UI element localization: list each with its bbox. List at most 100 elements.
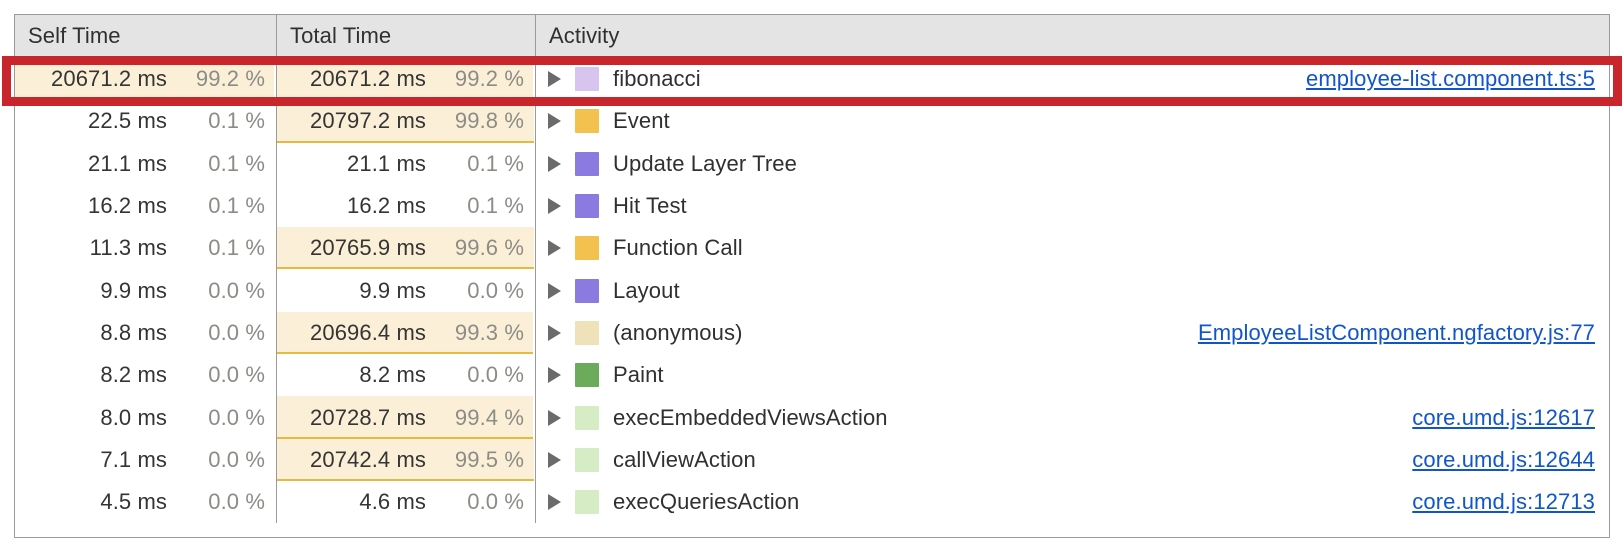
- disclosure-triangle-icon[interactable]: [548, 155, 561, 172]
- self-time-value: 21.1 ms: [88, 150, 167, 176]
- disclosure-triangle-icon[interactable]: [548, 409, 561, 426]
- disclosure-triangle-icon[interactable]: [548, 198, 561, 215]
- total-time-value: 9.9 ms: [359, 277, 426, 303]
- activity-label: Update Layer Tree: [613, 150, 797, 176]
- cell-activity: callViewAction core.umd.js:12644: [536, 439, 1609, 481]
- self-time-percent: 99.2 %: [195, 66, 265, 92]
- cell-self-time: 4.5 ms 0.0 %: [15, 480, 277, 524]
- source-location-link[interactable]: core.umd.js:12644: [1412, 446, 1595, 472]
- total-time-value: 20696.4 ms: [310, 319, 426, 345]
- activity-color-swatch-icon: [575, 490, 599, 515]
- source-location-link[interactable]: employee-list.component.ts:5: [1306, 66, 1595, 92]
- cell-activity: Paint: [536, 354, 1609, 396]
- total-time-percent: 0.0 %: [467, 277, 524, 303]
- self-time-value: 4.5 ms: [100, 489, 167, 515]
- disclosure-triangle-icon[interactable]: [548, 451, 561, 468]
- total-time-percent: 99.5 %: [454, 446, 524, 472]
- self-time-value: 16.2 ms: [88, 193, 167, 219]
- source-location-link[interactable]: core.umd.js:12617: [1412, 404, 1595, 430]
- cell-self-time: 8.8 ms 0.0 %: [15, 311, 277, 355]
- column-header-total-time[interactable]: Total Time: [277, 15, 536, 57]
- cell-activity: execEmbeddedViewsAction core.umd.js:12617: [536, 396, 1609, 438]
- cell-self-time: 9.9 ms 0.0 %: [15, 269, 277, 312]
- self-time-percent: 0.0 %: [208, 277, 265, 303]
- self-time-percent: 0.0 %: [208, 319, 265, 345]
- cell-activity: fibonacci employee-list.component.ts:5: [536, 58, 1609, 100]
- total-time-percent: 99.4 %: [454, 404, 524, 430]
- self-time-percent: 0.1 %: [208, 108, 265, 134]
- self-time-value: 9.9 ms: [100, 277, 167, 303]
- cell-total-time: 9.9 ms 0.0 %: [277, 269, 536, 312]
- self-time-percent: 0.0 %: [208, 404, 265, 430]
- activity-label: Paint: [613, 362, 664, 388]
- activity-color-swatch-icon: [575, 151, 599, 176]
- activity-label: Event: [613, 108, 670, 134]
- cell-self-time: 22.5 ms 0.1 %: [15, 100, 277, 143]
- cell-activity: Function Call: [536, 227, 1609, 269]
- total-time-value: 20728.7 ms: [310, 404, 426, 430]
- self-time-percent: 0.0 %: [208, 489, 265, 515]
- cell-activity: Layout: [536, 269, 1609, 311]
- disclosure-triangle-icon[interactable]: [548, 240, 561, 257]
- activity-label: callViewAction: [613, 446, 756, 472]
- self-time-percent: 0.1 %: [208, 235, 265, 261]
- disclosure-triangle-icon[interactable]: [548, 494, 561, 511]
- cell-activity: (anonymous)EmployeeListComponent.ngfacto…: [536, 312, 1609, 354]
- source-location-link[interactable]: EmployeeListComponent.ngfactory.js:77: [1197, 319, 1595, 345]
- total-time-percent: 0.0 %: [467, 362, 524, 388]
- activity-label: Function Call: [613, 235, 743, 261]
- activity-label: execEmbeddedViewsAction: [613, 404, 888, 430]
- activity-label: fibonacci: [613, 66, 701, 92]
- activity-label: Layout: [613, 277, 680, 303]
- table-row[interactable]: 9.9 ms 0.0 % 9.9 ms 0.0 % Layout: [15, 269, 1609, 312]
- column-header-activity[interactable]: Activity: [549, 23, 620, 48]
- total-time-value: 4.6 ms: [359, 489, 426, 515]
- activity-color-swatch-icon: [575, 278, 599, 303]
- disclosure-triangle-icon[interactable]: [548, 282, 561, 299]
- self-time-value: 8.8 ms: [100, 319, 167, 345]
- disclosure-triangle-icon[interactable]: [548, 113, 561, 130]
- activity-color-swatch-icon: [575, 363, 599, 388]
- disclosure-triangle-icon[interactable]: [548, 367, 561, 384]
- cell-total-time: 20728.7 ms 99.4 %: [277, 396, 536, 439]
- column-header-self-time[interactable]: Self Time: [15, 15, 277, 57]
- total-time-percent: 0.1 %: [467, 193, 524, 219]
- disclosure-triangle-icon[interactable]: [548, 71, 561, 88]
- grid-header-row: Self Time Total Time Activity: [15, 15, 1609, 58]
- self-time-value: 22.5 ms: [88, 108, 167, 134]
- cell-activity: Update Layer Tree: [536, 143, 1609, 185]
- total-time-percent: 99.6 %: [454, 235, 524, 261]
- self-time-value: 7.1 ms: [100, 446, 167, 472]
- activity-color-swatch-icon: [575, 405, 599, 430]
- cell-activity: Event: [536, 100, 1609, 142]
- activity-color-swatch-icon: [575, 67, 599, 92]
- activity-color-swatch-icon: [575, 320, 599, 345]
- source-location-link[interactable]: core.umd.js:12713: [1412, 489, 1595, 515]
- self-time-value: 8.2 ms: [100, 362, 167, 388]
- disclosure-triangle-icon[interactable]: [548, 324, 561, 341]
